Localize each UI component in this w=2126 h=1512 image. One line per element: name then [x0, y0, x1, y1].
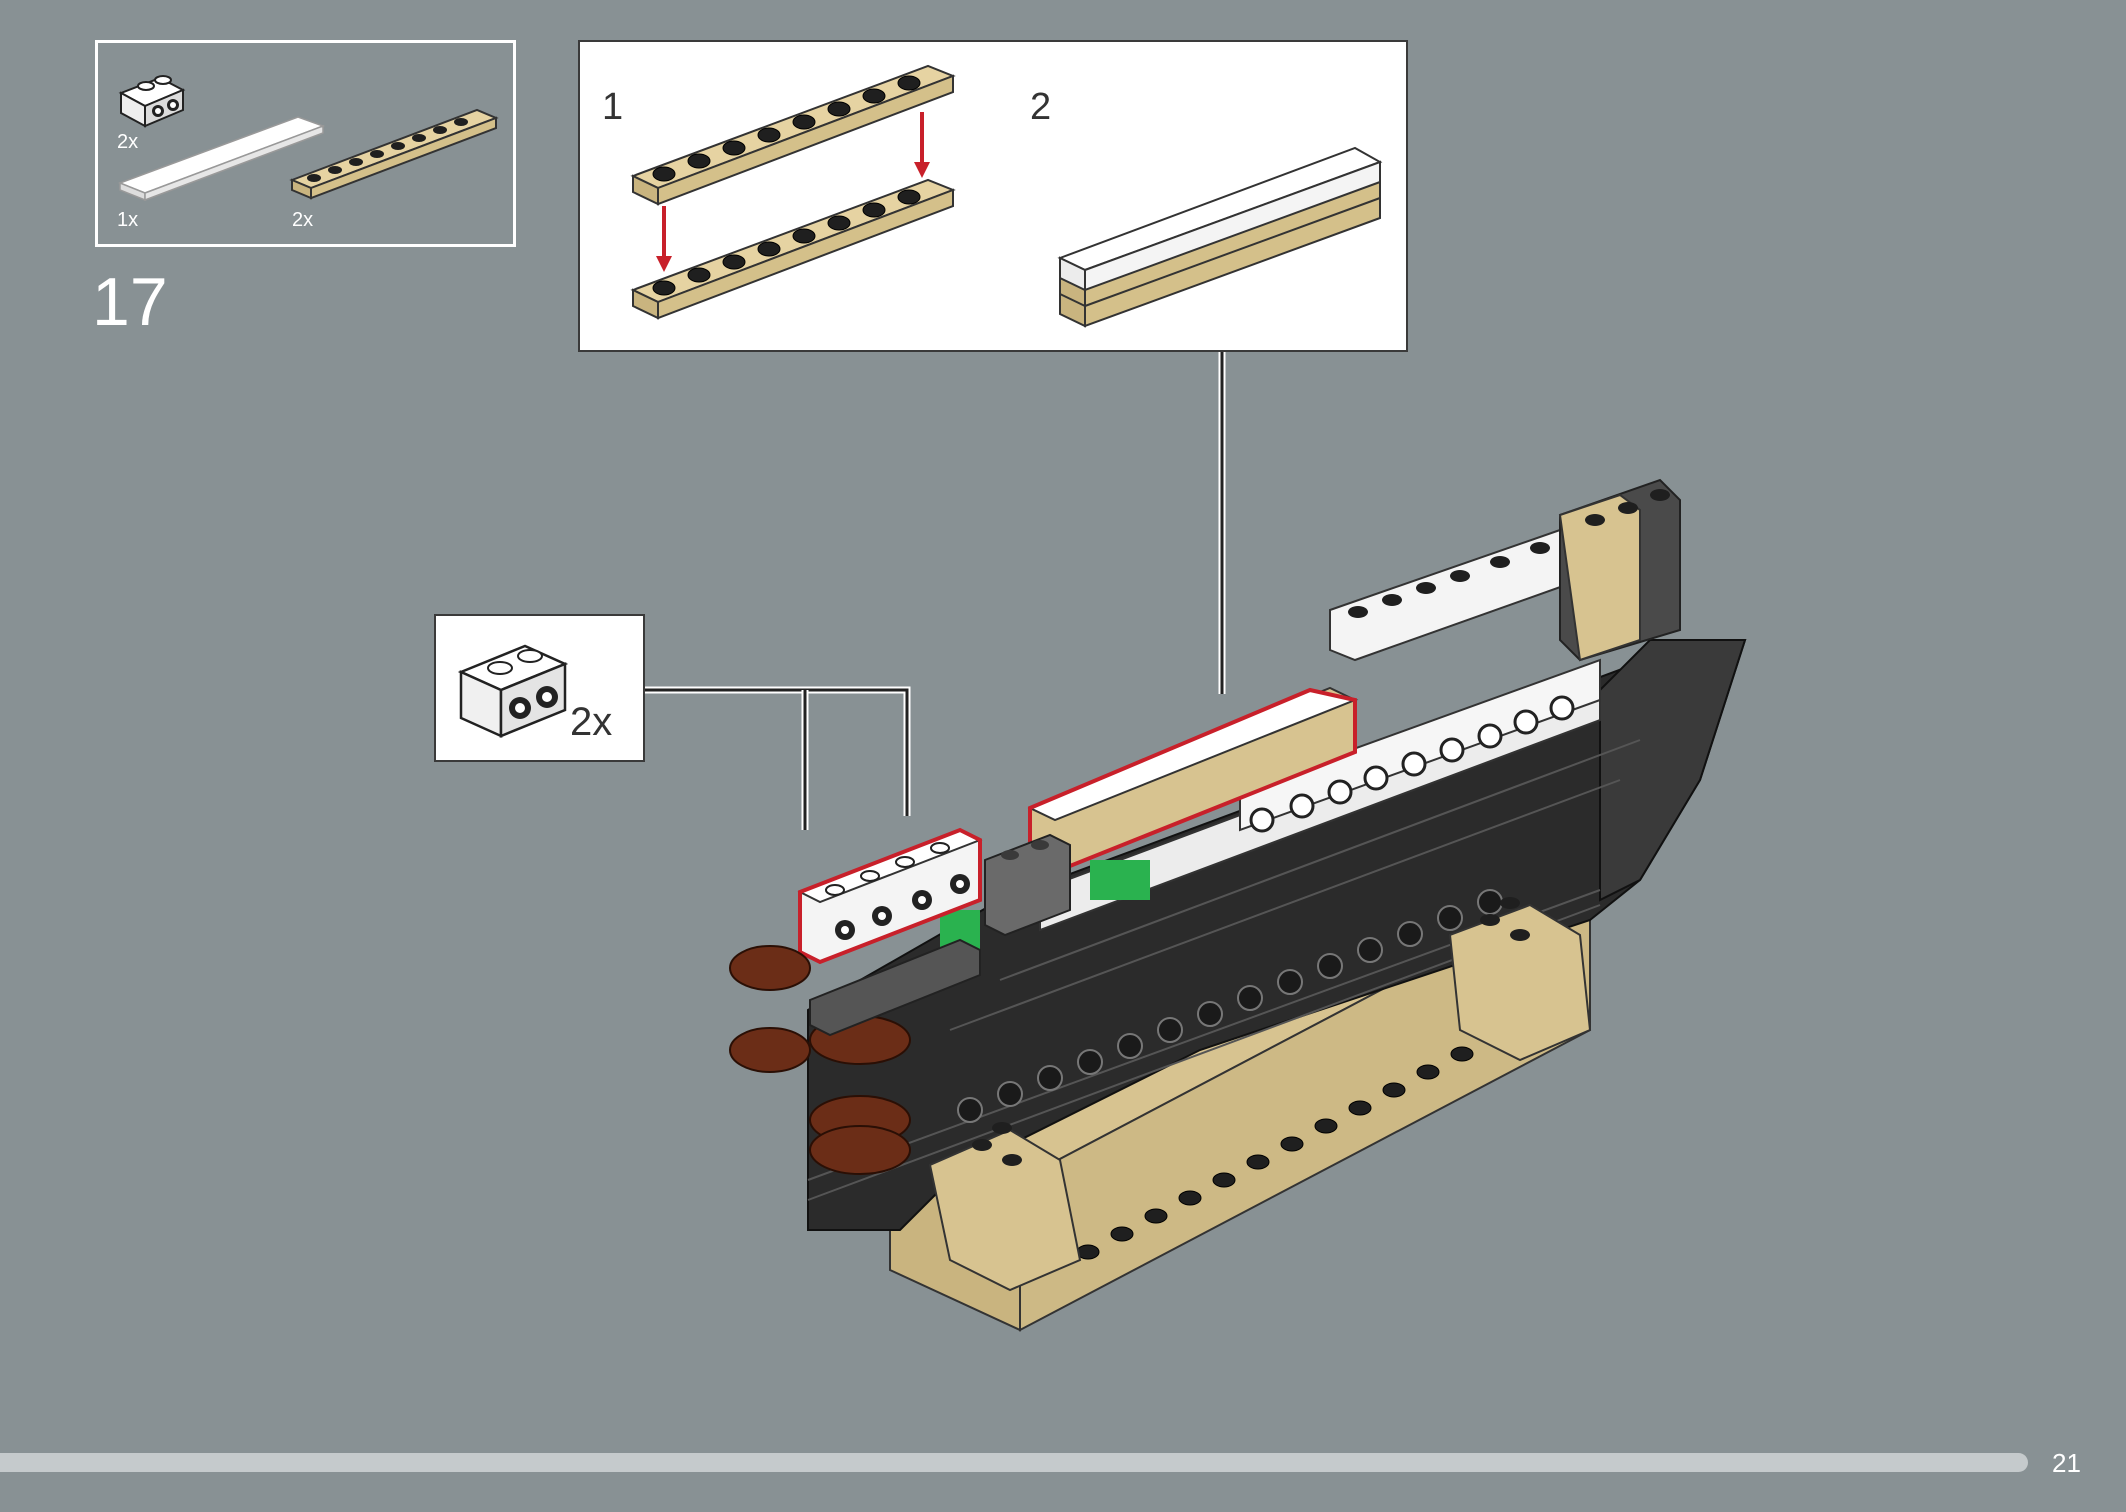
part-qty: 1x — [117, 209, 139, 231]
red-arrow-icon — [914, 112, 930, 178]
tan-plate-lower-icon — [630, 178, 956, 320]
tile-on-plates-icon — [1057, 146, 1383, 328]
substep-label-1: 1 — [602, 86, 624, 128]
white-deck — [940, 658, 1601, 955]
part-qty: 2x — [117, 131, 139, 153]
red-arrow-icon — [656, 206, 672, 272]
new-white-bricks — [797, 827, 983, 965]
stern-superstructure — [1329, 478, 1681, 662]
tan-plate-upper-icon — [630, 64, 956, 206]
connector-line — [645, 686, 911, 830]
dark-gray-brick — [984, 833, 1071, 937]
page-progress-bar — [0, 1453, 2028, 1472]
callout-qty: 2x — [570, 700, 613, 744]
step-number: 17 — [92, 264, 168, 340]
white-brick-1x2-studs-on-side-icon — [457, 644, 569, 738]
white-tile-1x8-icon — [117, 116, 326, 202]
parts-list-box — [95, 40, 516, 247]
substep-label-2: 2 — [1030, 86, 1052, 128]
tan-stand-upright — [928, 897, 1592, 1292]
part-qty: 2x — [292, 209, 314, 231]
tan-plate-1x8-icon — [289, 108, 499, 200]
new-tile-plate-assembly — [1027, 686, 1359, 875]
reddish-brown-bow — [729, 938, 981, 1175]
page-number: 21 — [2052, 1448, 2081, 1478]
white-brick-1x2-studs-on-side-icon — [118, 75, 186, 128]
